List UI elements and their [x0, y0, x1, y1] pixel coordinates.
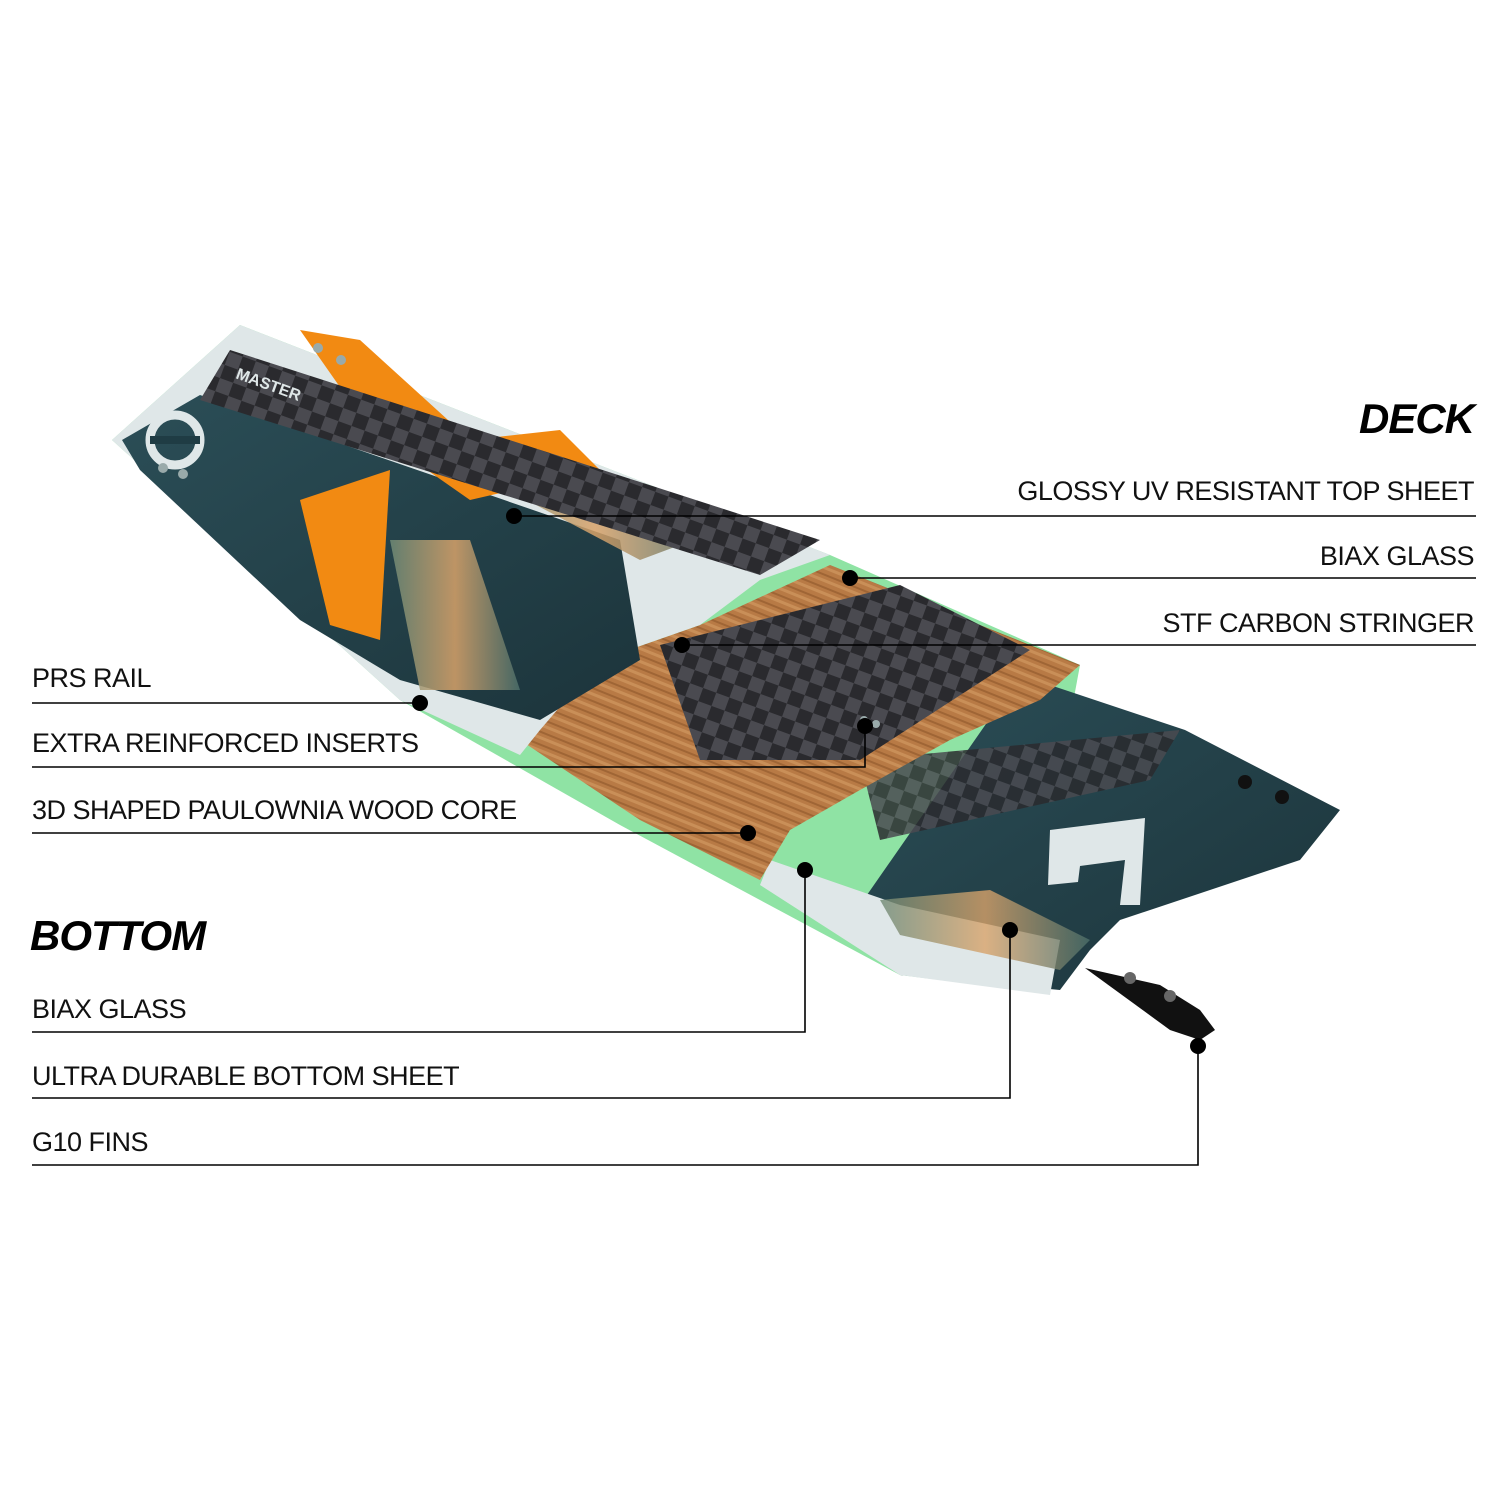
bottom-heading: BOTTOM	[30, 912, 206, 959]
deck-scenic-panel	[390, 540, 520, 690]
bottom-carbon-strip	[860, 730, 1180, 840]
bottom-label-g10-fins: G10 FINS	[32, 1127, 149, 1157]
deck-carbon-strip	[200, 350, 820, 575]
insert-screws	[158, 343, 1289, 804]
core-label-inserts: EXTRA REINFORCED INSERTS	[32, 728, 419, 758]
deck-logo	[145, 410, 205, 470]
deck-orange-graphic-left	[300, 470, 390, 640]
leader-lines	[32, 508, 1476, 1166]
deck-label-biax-glass: BIAX GLASS	[1319, 541, 1475, 571]
bottom-scenic-strip	[880, 890, 1090, 970]
g10-fin	[1085, 968, 1215, 1040]
kiteboard: MASTER	[112, 325, 1340, 1040]
core-label-wood-core: 3D SHAPED PAULOWNIA WOOD CORE	[32, 795, 517, 825]
deck-label-carbon-stringer: STF CARBON STRINGER	[1162, 608, 1474, 638]
core-label-prs-rail: PRS RAIL	[32, 663, 152, 693]
bottom-logo-e	[1048, 818, 1145, 905]
deck-heading: DECK	[1358, 395, 1475, 442]
bottom-label-biax-glass: BIAX GLASS	[32, 994, 187, 1024]
bottom-label-bottom-sheet: ULTRA DURABLE BOTTOM SHEET	[32, 1061, 460, 1091]
carbon-stringer-layer	[660, 585, 1030, 760]
deck-label-top-sheet: GLOSSY UV RESISTANT TOP SHEET	[1017, 476, 1474, 506]
